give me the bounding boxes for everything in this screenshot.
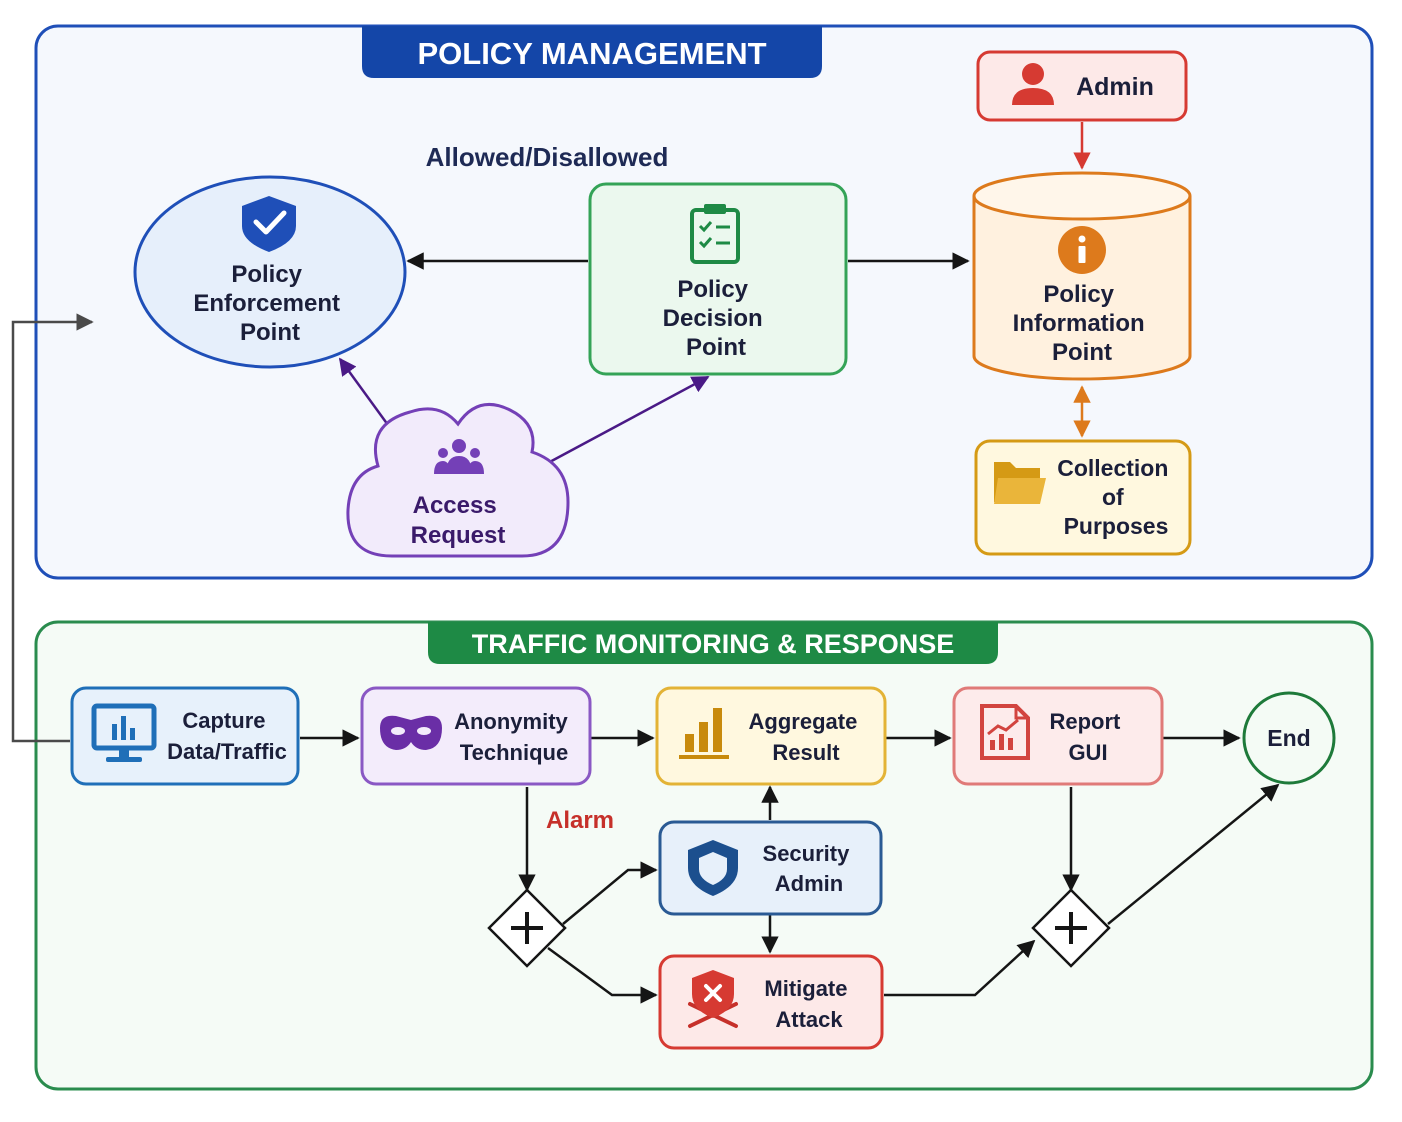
- group-icon: [434, 439, 484, 474]
- clipboard-checklist-icon: [690, 204, 740, 264]
- parallel-gateway-right[interactable]: [1031, 888, 1111, 968]
- aggregate-result-node[interactable]: Aggregate Result: [655, 686, 887, 786]
- capture-data-traffic-node[interactable]: Capture Data/Traffic: [70, 686, 300, 786]
- alarm-label: Alarm: [546, 807, 614, 834]
- access-request-node[interactable]: Access Request: [346, 402, 570, 558]
- allowed-disallowed-label: Allowed/Disallowed: [426, 142, 669, 172]
- pip-label: Policy Information Point: [1013, 281, 1152, 366]
- monitor-chart-icon: [91, 703, 157, 762]
- gateway-to-security-arrow: [562, 861, 658, 925]
- mask-icon: [380, 715, 442, 750]
- info-icon: [1058, 226, 1106, 274]
- access-to-pdp-arrow: [545, 375, 710, 466]
- shield-check-icon: [242, 196, 296, 252]
- access-request-label: Access Request: [411, 492, 506, 549]
- bar-chart-icon: [679, 708, 729, 759]
- pdp-label: Policy Decision Point: [663, 276, 770, 361]
- policy-section-title: POLICY MANAGEMENT: [417, 36, 766, 71]
- aggregate-label: Aggregate Result: [749, 709, 864, 765]
- report-icon: [980, 704, 1030, 760]
- policy-decision-point-node[interactable]: Policy Decision Point: [588, 182, 848, 376]
- capture-to-pep-arrow: [11, 313, 94, 743]
- security-label: Security Admin: [763, 841, 856, 896]
- purposes-label: Collection of Purposes: [1057, 455, 1175, 539]
- end-node[interactable]: End: [1242, 691, 1336, 785]
- shield-icon: [688, 840, 738, 896]
- plus-icon: [511, 912, 543, 944]
- report-gui-node[interactable]: Report GUI: [952, 686, 1164, 786]
- security-admin-node[interactable]: Security Admin: [658, 820, 883, 916]
- gateway-to-mitigate-arrow: [547, 946, 658, 1004]
- admin-label: Admin: [1076, 73, 1154, 101]
- policy-information-point-node[interactable]: Policy Information Point: [972, 171, 1192, 381]
- mitigate-to-gateway-arrow: [884, 939, 1036, 997]
- capture-label: Capture Data/Traffic: [167, 708, 287, 764]
- policy-enforcement-point-node[interactable]: Policy Enforcement Point: [133, 175, 407, 369]
- gateway-to-end-arrow: [1107, 783, 1280, 925]
- admin-node[interactable]: Admin: [976, 50, 1188, 122]
- policy-section-header: [362, 26, 822, 78]
- anonymity-label: Anonymity Technique: [454, 709, 574, 765]
- folder-icon: [994, 462, 1046, 504]
- plus-icon: [1055, 912, 1087, 944]
- mitigate-attack-node[interactable]: Mitigate Attack: [658, 954, 884, 1050]
- pep-label: Policy Enforcement Point: [193, 261, 346, 346]
- traffic-section-title: TRAFFIC MONITORING & RESPONSE: [472, 629, 955, 659]
- person-icon: [1012, 63, 1054, 105]
- parallel-gateway-left[interactable]: [487, 888, 567, 968]
- end-label: End: [1267, 725, 1310, 751]
- connectors: [11, 122, 1280, 1004]
- mitigate-label: Mitigate Attack: [764, 976, 853, 1032]
- traffic-section-header: [428, 622, 998, 664]
- anonymity-technique-node[interactable]: Anonymity Technique: [360, 686, 592, 786]
- report-label: Report GUI: [1049, 709, 1126, 765]
- shield-x-swords-icon: [688, 970, 738, 1028]
- collection-of-purposes-node[interactable]: Collection of Purposes: [974, 439, 1192, 556]
